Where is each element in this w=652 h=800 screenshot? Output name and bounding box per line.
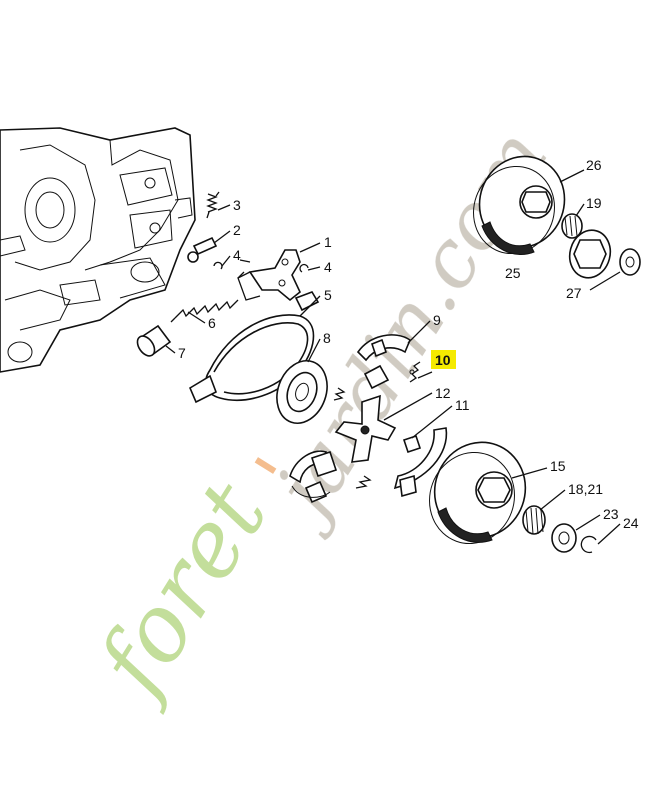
- callout-23: 23: [603, 506, 619, 522]
- part-1-brake-lever: [237, 249, 301, 302]
- small-springs: [333, 387, 372, 489]
- part-19-bearing: [561, 213, 583, 239]
- part-8-plate: [276, 360, 328, 424]
- engine-housing: [0, 127, 196, 373]
- part-23-washer: [551, 523, 577, 553]
- callout-12: 12: [435, 385, 451, 401]
- callout-15: 15: [550, 458, 566, 474]
- callout-9: 9: [433, 312, 441, 328]
- callout-2: 2: [233, 222, 241, 238]
- callout-19: 19: [586, 195, 602, 211]
- callout-labels: 3 2 4 1 4 5 6 7 8 9 10 12 11 15 18,21 23…: [178, 157, 639, 531]
- callout-10-highlight: 10: [431, 350, 456, 369]
- callout-10-highlight-box: [431, 350, 456, 369]
- part-6-spring: [170, 271, 245, 323]
- callout-7: 7: [178, 345, 186, 361]
- clutch-shoe-lower: [289, 450, 338, 504]
- part-2-pin: [187, 236, 218, 263]
- callout-6: 6: [208, 315, 216, 331]
- callout-26: 26: [586, 157, 602, 173]
- part-11-clutch-shoe: [393, 427, 448, 498]
- callout-25: 25: [505, 265, 521, 281]
- part-15-clutch-drum: [429, 441, 527, 545]
- callout-8: 8: [323, 330, 331, 346]
- callout-5: 5: [324, 287, 332, 303]
- part-12-clutch-hub: [334, 394, 397, 463]
- part-24-eclip: [580, 535, 597, 554]
- callout-24: 24: [623, 515, 639, 531]
- part-25-rim-sprocket: [568, 229, 612, 279]
- leader-lines: [165, 169, 621, 545]
- callout-10: 10: [435, 352, 451, 368]
- callout-27: 27: [566, 285, 582, 301]
- part-4b-clip: [299, 263, 309, 273]
- part-10-spring: [409, 361, 421, 383]
- callout-11: 11: [455, 397, 470, 413]
- part-26-clutch-drum: [473, 155, 566, 255]
- callout-4: 4: [233, 247, 241, 263]
- callout-4b: 4: [324, 259, 332, 275]
- callout-3: 3: [233, 197, 241, 213]
- part-3-spring: [206, 191, 220, 219]
- part-18-21-bearing: [522, 505, 546, 535]
- watermark-left: foret: [75, 463, 289, 716]
- part-4-clip: [213, 261, 223, 270]
- callout-18-21: 18,21: [568, 481, 603, 497]
- callout-1: 1: [324, 234, 332, 250]
- part-27-washer: [619, 248, 641, 276]
- part-7-sleeve: [136, 324, 172, 357]
- part-9-clutch-shoe: [356, 334, 411, 390]
